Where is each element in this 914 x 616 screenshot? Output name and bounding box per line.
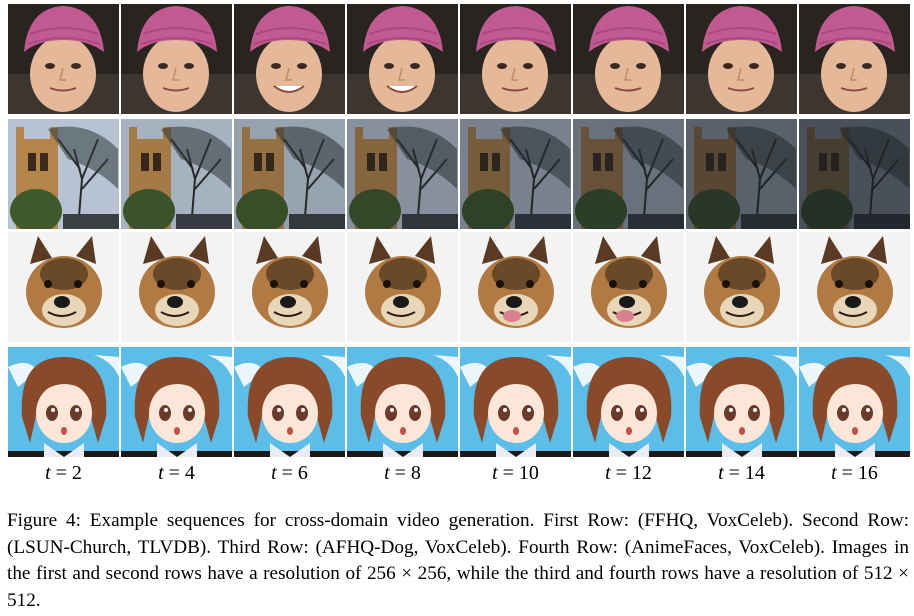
figure-caption: Figure 4: Example sequences for cross-do… — [7, 510, 909, 611]
anime-girl-frame-image — [460, 347, 571, 457]
time-value: 8 — [410, 462, 421, 484]
time-value: 16 — [857, 462, 878, 484]
anime-girl-frame-image — [799, 347, 910, 457]
church-tree-frame-image — [234, 119, 345, 229]
anime-girl-frame-image — [121, 347, 232, 457]
time-step-labels: t = 2 t = 4 t = 6 t = 8 t = 10 t = 12 t = 14 t … — [8, 460, 910, 488]
time-variable: t — [718, 462, 724, 484]
ffhq-face-frame-image — [347, 4, 458, 114]
time-variable: t — [158, 462, 164, 484]
dog-frame-image — [8, 232, 119, 342]
church-tree-frame-image — [8, 119, 119, 229]
row-dog — [8, 232, 910, 342]
church-tree-frame-image — [686, 119, 797, 229]
ffhq-face-frame-image — [460, 4, 571, 114]
time-variable: t — [45, 462, 51, 484]
dog-frame-image — [460, 232, 571, 342]
anime-girl-frame-image — [8, 347, 119, 457]
time-value: 14 — [744, 462, 765, 484]
anime-girl-frame-image — [686, 347, 797, 457]
church-tree-frame-image — [121, 119, 232, 229]
anime-girl-frame-image — [347, 347, 458, 457]
time-variable: t — [831, 462, 837, 484]
time-step-label: t = 2 — [45, 462, 82, 484]
ffhq-face-frame-image — [234, 4, 345, 114]
time-step-label: t = 10 — [492, 462, 539, 484]
anime-girl-frame-image — [234, 347, 345, 457]
time-value: 10 — [518, 462, 539, 484]
church-tree-frame-image — [799, 119, 910, 229]
row-anime-girl — [8, 347, 910, 457]
time-variable: t — [271, 462, 277, 484]
dog-frame-image — [347, 232, 458, 342]
dog-frame-image — [573, 232, 684, 342]
time-value: 2 — [71, 462, 82, 484]
ffhq-face-frame-image — [799, 4, 910, 114]
dog-frame-image — [686, 232, 797, 342]
time-variable: t — [605, 462, 611, 484]
time-variable: t — [384, 462, 390, 484]
church-tree-frame-image — [573, 119, 684, 229]
time-step-label: t = 12 — [605, 462, 652, 484]
dog-frame-image — [234, 232, 345, 342]
time-variable: t — [492, 462, 498, 484]
time-step-label: t = 14 — [718, 462, 765, 484]
church-tree-frame-image — [347, 119, 458, 229]
time-step-label: t = 4 — [158, 462, 195, 484]
ffhq-face-frame-image — [686, 4, 797, 114]
dog-frame-image — [121, 232, 232, 342]
anime-girl-frame-image — [573, 347, 684, 457]
row-ffhq-face — [8, 4, 910, 114]
ffhq-face-frame-image — [8, 4, 119, 114]
time-value: 12 — [631, 462, 652, 484]
time-step-label: t = 8 — [384, 462, 421, 484]
time-step-label: t = 6 — [271, 462, 308, 484]
time-value: 4 — [184, 462, 195, 484]
row-church-tree — [8, 119, 910, 229]
dog-frame-image — [799, 232, 910, 342]
ffhq-face-frame-image — [573, 4, 684, 114]
ffhq-face-frame-image — [121, 4, 232, 114]
time-step-label: t = 16 — [831, 462, 878, 484]
church-tree-frame-image — [460, 119, 571, 229]
time-value: 6 — [297, 462, 308, 484]
